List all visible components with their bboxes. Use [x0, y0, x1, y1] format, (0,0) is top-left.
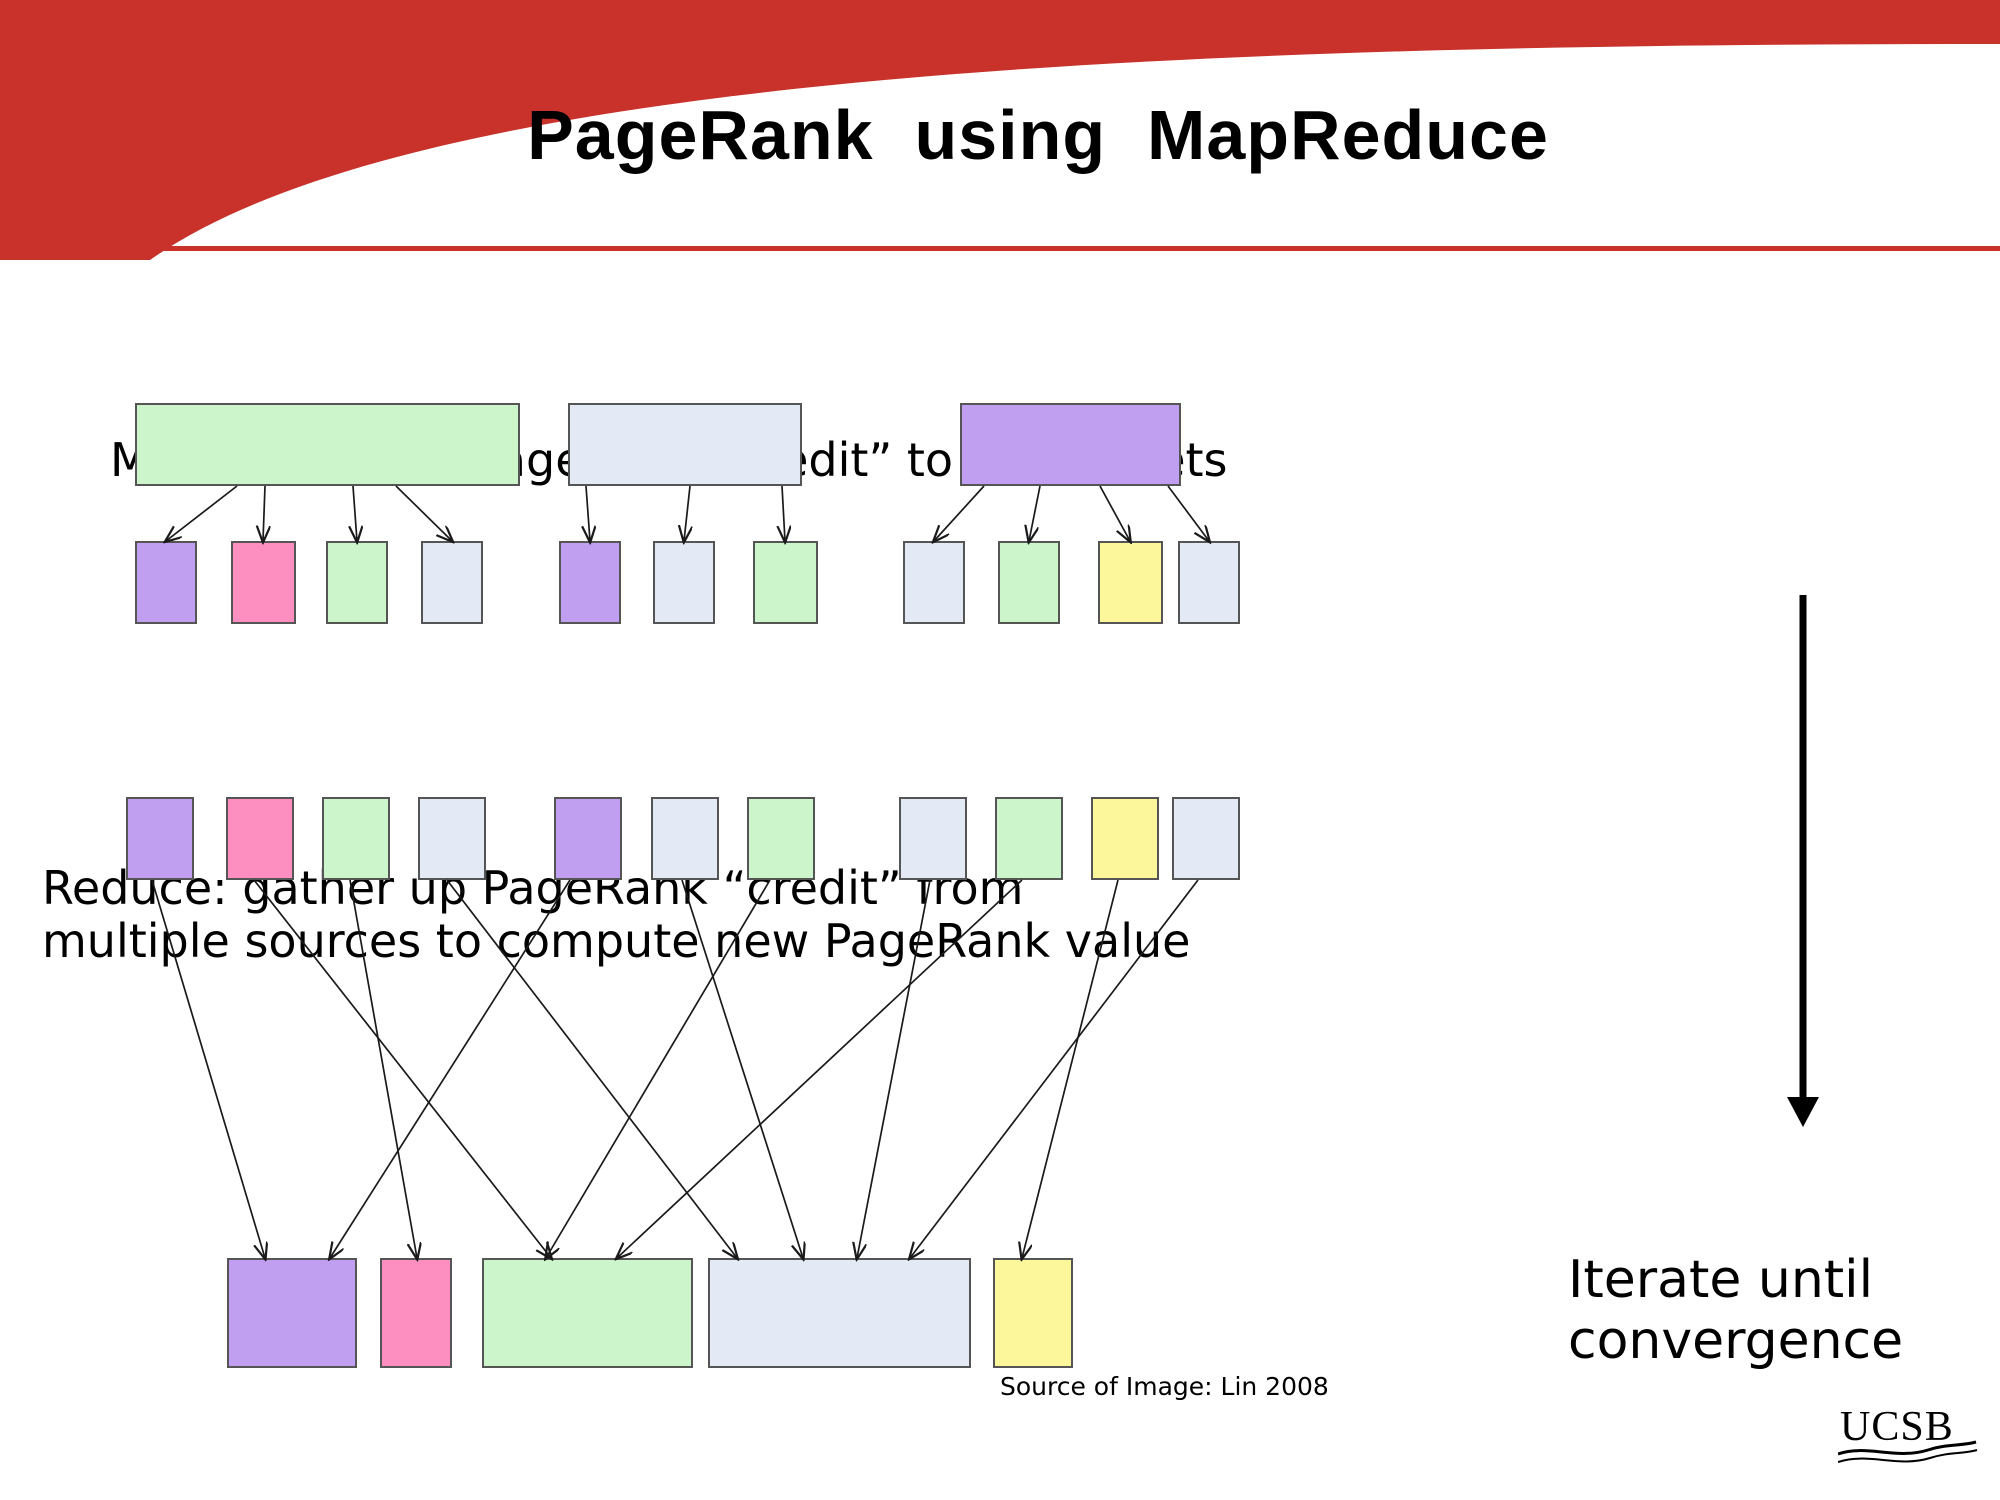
reduce-input-blue-2 — [651, 797, 719, 880]
reduce-output-purple — [227, 1258, 357, 1368]
map-child-purple-1 — [135, 541, 197, 624]
page-title: PageRank using MapReduce — [527, 96, 1549, 174]
reduce-output-pink — [380, 1258, 452, 1368]
map-edge-9 — [1099, 485, 1130, 541]
map-child-green-3 — [998, 541, 1060, 624]
iterate-arrow-head — [1787, 1097, 1819, 1127]
reduce-output-yellow — [993, 1258, 1073, 1368]
map-edge-10 — [1167, 485, 1209, 541]
reduce-input-purple-2 — [554, 797, 622, 880]
reduce-input-green-3 — [995, 797, 1063, 880]
map-edge-6 — [782, 485, 785, 541]
reduce-input-blue-3 — [899, 797, 967, 880]
map-child-pink-1 — [231, 541, 296, 624]
map-edge-5 — [684, 485, 690, 541]
reduce-input-blue-4 — [1172, 797, 1240, 880]
iterate-arrow — [1787, 595, 1819, 1127]
reduce-input-purple-1 — [126, 797, 194, 880]
map-child-blue-1 — [421, 541, 483, 624]
map-child-blue-3 — [903, 541, 965, 624]
map-edge-2 — [353, 485, 357, 541]
reduce-output-green — [482, 1258, 693, 1368]
reduce-input-blue-1 — [418, 797, 486, 880]
reduce-input-green-1 — [322, 797, 390, 880]
source-credit: Source of Image: Lin 2008 — [1000, 1372, 1329, 1401]
map-child-yellow-1 — [1098, 541, 1163, 624]
map-child-green-2 — [753, 541, 818, 624]
ucsb-logo: UCSB — [1838, 1404, 1978, 1463]
map-edge-8 — [1029, 485, 1041, 541]
reduce-input-pink-1 — [226, 797, 294, 880]
map-edge-4 — [586, 485, 590, 541]
map-parent-blue — [568, 403, 802, 486]
map-edge-7 — [934, 485, 985, 541]
map-child-purple-2 — [559, 541, 621, 624]
map-parent-purple — [960, 403, 1181, 486]
map-edge-3 — [395, 485, 452, 541]
reduce-input-green-2 — [747, 797, 815, 880]
iterate-label: Iterate until convergence — [1568, 1250, 1904, 1372]
map-edge-1 — [263, 485, 265, 541]
header-red-bar — [0, 0, 2000, 44]
map-child-blue-4 — [1178, 541, 1240, 624]
map-child-green-1 — [326, 541, 388, 624]
ucsb-logo-text: UCSB — [1840, 1404, 1954, 1450]
map-child-blue-2 — [653, 541, 715, 624]
reduce-output-blue — [708, 1258, 971, 1368]
title-divider — [148, 246, 2000, 251]
reduce-input-yellow-1 — [1091, 797, 1159, 880]
map-edge-0 — [166, 485, 238, 541]
map-parent-green — [135, 403, 520, 486]
